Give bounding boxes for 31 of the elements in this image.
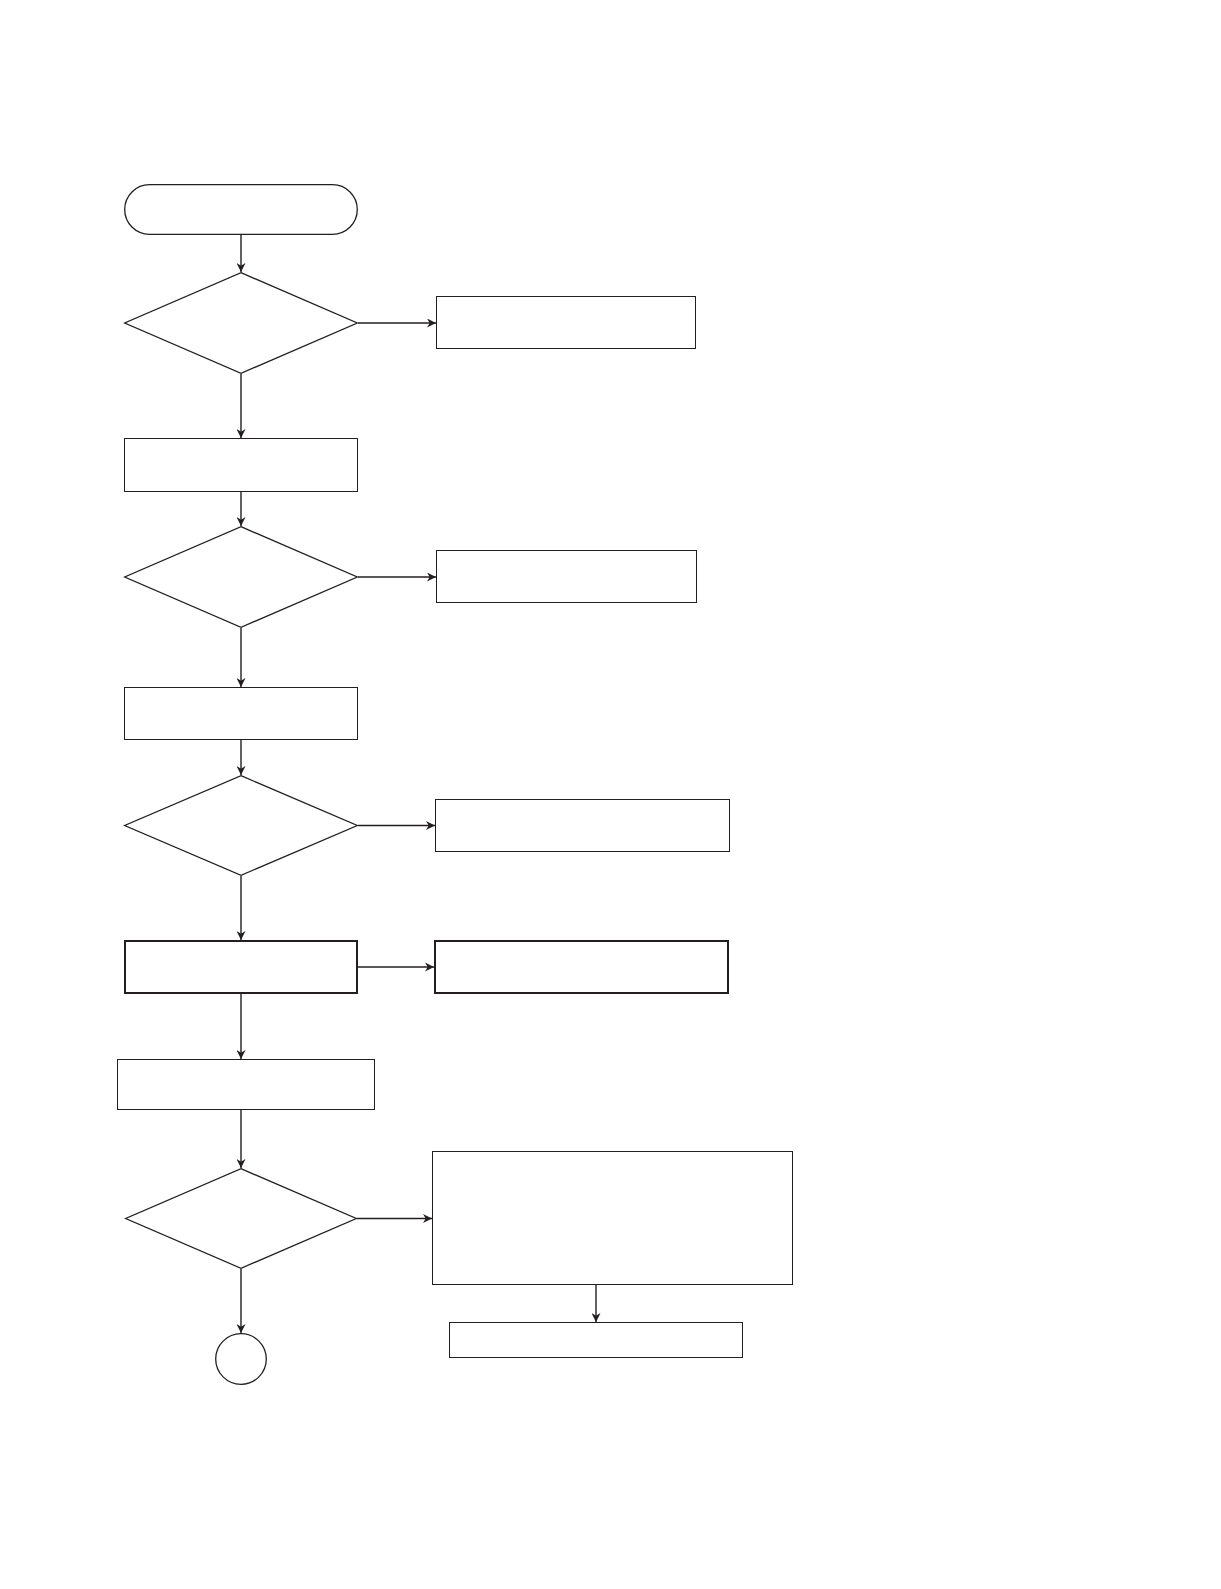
process-box (124, 940, 358, 994)
arrow (236, 739, 246, 776)
process-box (432, 1151, 793, 1285)
arrow (236, 1109, 246, 1169)
arrow (356, 1214, 433, 1223)
process-box (449, 1322, 743, 1358)
process-box (434, 940, 729, 994)
decision-diamond (125, 1168, 357, 1269)
process-box (117, 1059, 375, 1110)
process-box (124, 687, 358, 740)
arrow (357, 821, 436, 830)
arrow (236, 993, 246, 1060)
arrow (236, 875, 246, 941)
process-box (436, 296, 696, 349)
arrow (357, 318, 437, 328)
arrow (236, 491, 246, 527)
arrow (591, 1284, 601, 1323)
process-box (124, 438, 358, 492)
arrow (357, 962, 435, 972)
process-box (435, 799, 730, 852)
arrow (236, 373, 246, 439)
connector-circle (215, 1333, 267, 1385)
decision-diamond (124, 526, 358, 628)
arrow (236, 1268, 246, 1334)
arrow (357, 572, 437, 582)
terminal-shape (124, 184, 358, 235)
arrow (236, 627, 246, 688)
arrow (236, 234, 246, 273)
process-box (436, 550, 697, 603)
decision-diamond (124, 272, 358, 374)
decision-diamond (124, 775, 358, 876)
